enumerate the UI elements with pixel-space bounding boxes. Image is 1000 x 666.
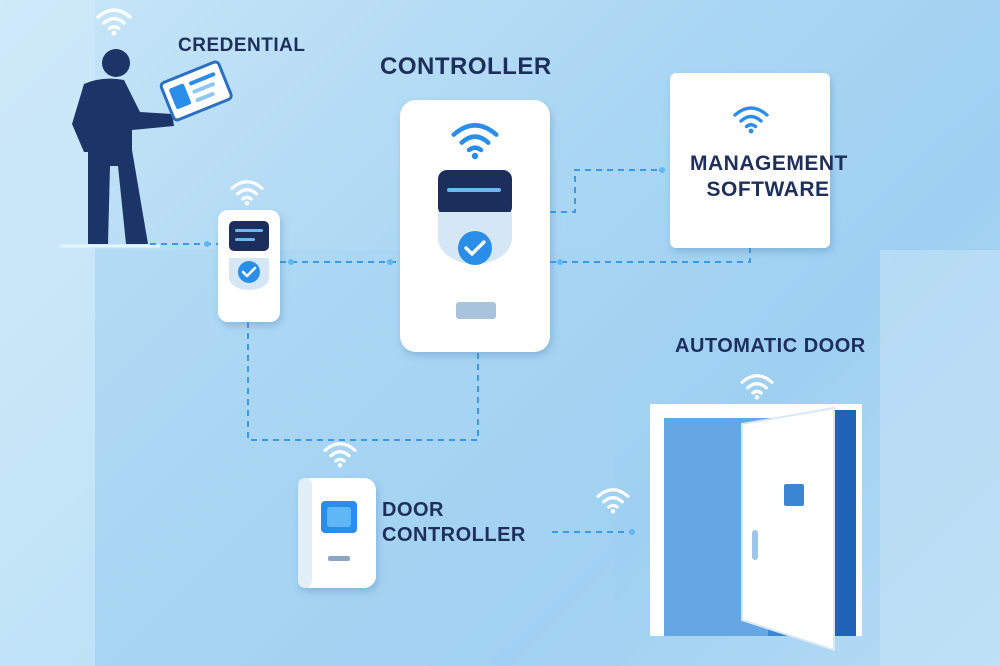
id-card-icon — [159, 60, 233, 122]
wifi-icon — [230, 180, 264, 206]
controller-label: CONTROLLER — [380, 53, 552, 80]
wifi-icon — [96, 8, 132, 36]
wifi-icon — [740, 374, 774, 400]
person-figure — [72, 49, 174, 244]
automatic-door-label: AUTOMATIC DOOR — [675, 335, 866, 357]
credential-label: CREDENTIAL — [178, 35, 306, 56]
automatic-door — [650, 404, 862, 652]
management-software-panel — [670, 73, 830, 248]
check-icon — [464, 240, 486, 256]
connector-controller-software-lower — [550, 238, 751, 263]
door-controller-label: DOOR CONTROLLER — [382, 499, 526, 546]
main-controller-device — [400, 100, 550, 352]
connector-lines — [150, 169, 751, 533]
check-icon — [241, 266, 257, 278]
connector-reader-door-controller — [247, 322, 479, 441]
door-controller-device — [298, 478, 376, 588]
card-reader — [218, 210, 280, 322]
connector-controller-software — [550, 169, 662, 213]
management-software-label: MANAGEMENT SOFTWARE — [690, 152, 848, 202]
connector-dots — [204, 167, 665, 535]
